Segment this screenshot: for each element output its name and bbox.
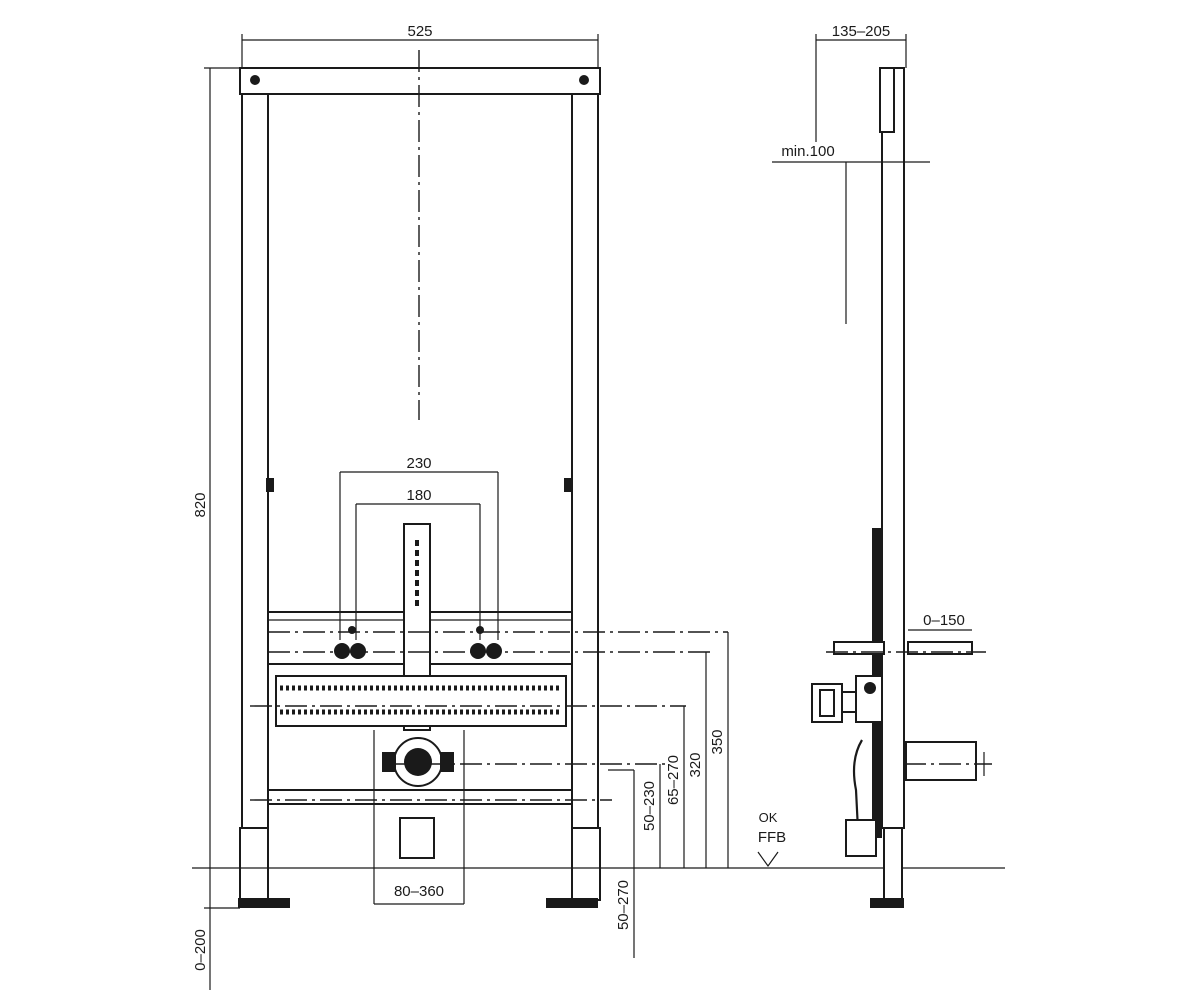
- side-clip: [266, 478, 274, 492]
- valve-assembly: [811, 675, 883, 857]
- side-upright: [881, 67, 905, 829]
- front-view: [238, 50, 728, 908]
- left-upright: [241, 93, 269, 829]
- right-upright: [571, 93, 599, 829]
- dim-foot-range: 0–200: [192, 929, 209, 971]
- foot-plate: [546, 898, 598, 908]
- dim-height-350: 350: [709, 729, 726, 754]
- mounting-bolt-icon: [579, 75, 589, 85]
- dim-height-320: 320: [687, 752, 704, 777]
- left-foot: [239, 827, 269, 901]
- dim-depth: 135–205: [832, 23, 890, 40]
- dim-range-50-230: 50–230: [641, 781, 658, 831]
- side-view: 135–205 min.100 0–150: [772, 23, 992, 908]
- dim-range-80-360: 80–360: [394, 883, 444, 900]
- foot-plate: [238, 898, 290, 908]
- dim-spacing-230: 230: [406, 455, 431, 472]
- drain-outlet: [382, 737, 454, 859]
- floor-marker-icon: [757, 851, 779, 868]
- top-rail: [239, 67, 601, 95]
- side-clip: [564, 478, 572, 492]
- floor-label-ok: OK: [759, 810, 778, 825]
- dim-height: 820: [192, 492, 209, 517]
- rack-rail: [275, 675, 567, 727]
- right-foot: [571, 827, 601, 901]
- lower-cross-rail: [267, 789, 573, 805]
- dim-range-0-150: 0–150: [923, 612, 965, 629]
- floor-label-ffb: FFB: [758, 829, 786, 846]
- dim-spacing-180: 180: [406, 487, 431, 504]
- dim-range-50-270: 50–270: [615, 880, 632, 930]
- dimension-lines: 525 820 0–200 230 180 350 320 65–270 50–…: [192, 23, 1005, 990]
- mounting-bolt-icon: [250, 75, 260, 85]
- dim-range-65-270: 65–270: [665, 755, 682, 805]
- dim-min-clearance: min.100: [781, 143, 834, 160]
- dim-width: 525: [407, 23, 432, 40]
- drain-pipe: [905, 741, 977, 781]
